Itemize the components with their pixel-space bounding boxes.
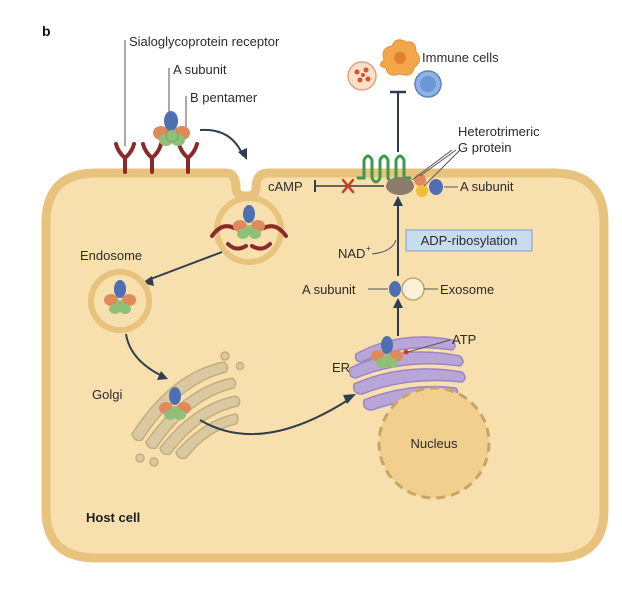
entry-arrowhead <box>238 148 247 160</box>
gpcr <box>356 154 412 184</box>
g-protein-leader-1 <box>411 149 453 181</box>
to-golgi-arrow <box>125 333 163 377</box>
adp-ribosylation-box <box>405 229 533 252</box>
immune-cells-label: Immune cells <box>422 50 499 65</box>
toxin-in-golgi <box>159 387 191 420</box>
to-er-arrowhead <box>343 394 356 404</box>
nad-label: NAD <box>338 246 365 261</box>
vesicle-receptors <box>210 224 288 251</box>
receptor-label: Sialoglycoprotein receptor <box>129 34 280 49</box>
atp-label: ATP <box>452 332 476 347</box>
toxin-extracellular <box>153 111 190 146</box>
a-subunit-free <box>389 281 401 297</box>
toxin-in-vesicle <box>233 205 265 239</box>
toxin-in-er <box>371 336 409 368</box>
toxin-in-endosome <box>104 280 136 314</box>
b-pentamer-label: B pentamer <box>190 90 258 105</box>
golgi-label: Golgi <box>92 387 122 402</box>
host-cell-label: Host cell <box>86 510 140 525</box>
g-protein-leader-3 <box>423 149 461 187</box>
atp-leader <box>407 339 451 353</box>
g-protein <box>386 174 443 197</box>
receptor-1 <box>114 142 136 174</box>
g-protein-label: G protein <box>458 140 511 155</box>
to-gprotein-arrowhead <box>393 196 403 206</box>
adp-ribosylation-label: ADP-ribosylation <box>421 233 518 248</box>
immune-cell-granulocyte-icon <box>347 61 377 91</box>
er-label: ER <box>332 360 350 375</box>
receptor-3 <box>177 142 199 174</box>
nucleus <box>377 386 491 500</box>
a-subunit-mid-label: A subunit <box>302 282 356 297</box>
nad-superscript: + <box>366 244 371 253</box>
a-subunit-right-label: A subunit <box>460 179 514 194</box>
to-er-arrow <box>199 399 349 436</box>
golgi <box>131 351 245 467</box>
panel-label: b <box>42 23 51 39</box>
camp-label: cAMP <box>268 179 303 194</box>
a-subunit-top-label: A subunit <box>173 62 227 77</box>
endosome-label: Endosome <box>80 248 142 263</box>
er-to-cytosol-arrowhead <box>393 298 403 308</box>
immune-cell-lymphocyte-icon <box>414 70 442 98</box>
exosome-label: Exosome <box>440 282 494 297</box>
g-protein-leader-2 <box>419 149 457 177</box>
heterotrimeric-label: Heterotrimeric <box>458 124 540 139</box>
to-endosome-arrow <box>147 251 223 281</box>
exosome <box>401 277 425 301</box>
receptor-2 <box>141 142 163 174</box>
nucleus-label: Nucleus <box>411 436 458 451</box>
immune-cell-macrophage-icon <box>380 39 420 76</box>
entry-arrow <box>199 128 244 157</box>
inhibit-cross-icon <box>341 178 355 194</box>
to-golgi-arrowhead <box>157 371 168 380</box>
nad-leader <box>371 239 397 255</box>
